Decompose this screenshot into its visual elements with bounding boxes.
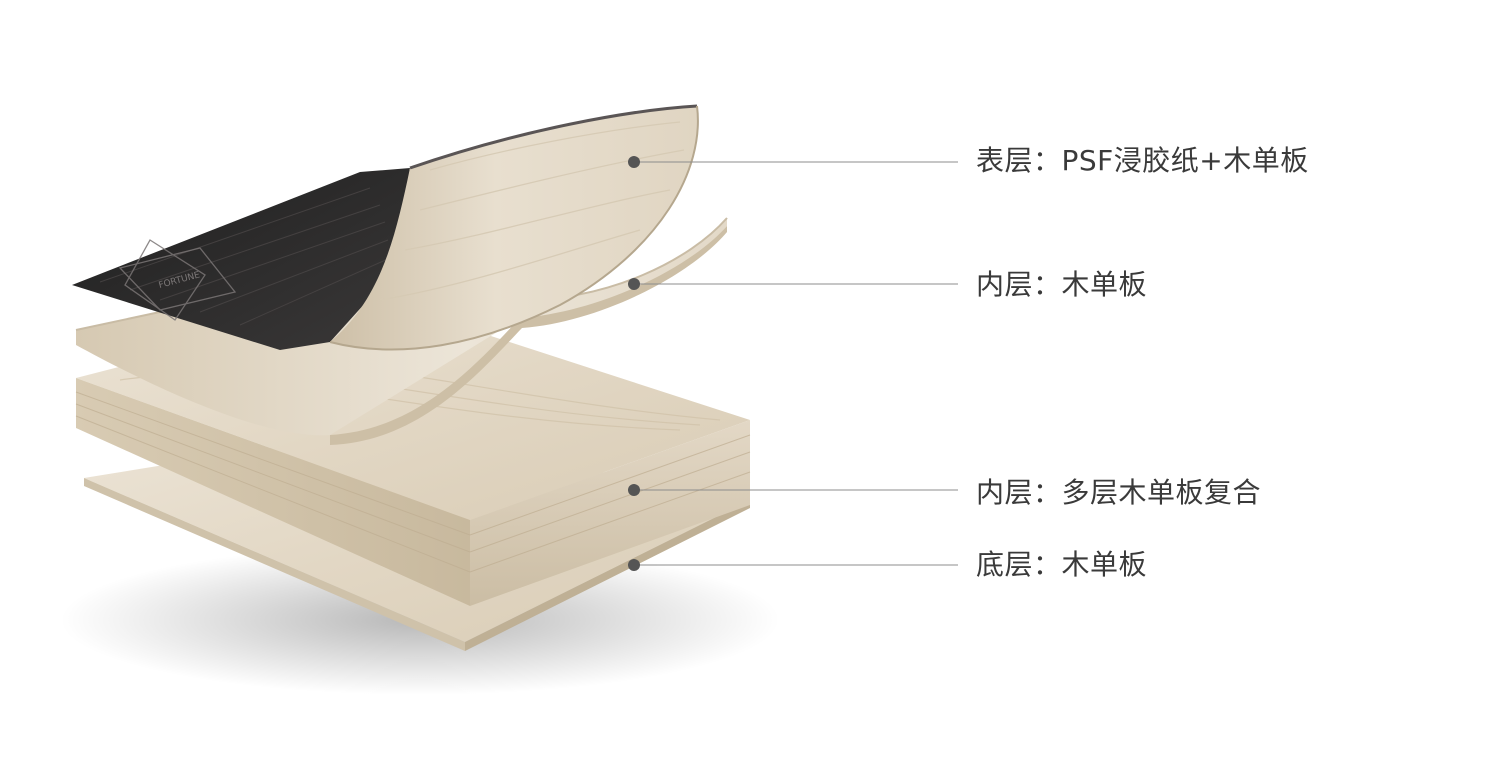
- leader-dot-surface: [628, 156, 640, 168]
- core-layer-label: 内层：多层木单板复合: [976, 476, 1262, 509]
- bottom-layer-label: 底层：木单板: [976, 548, 1148, 581]
- inner-veneer-layer-label: 内层：木单板: [976, 268, 1148, 301]
- leader-dot-bottom: [628, 559, 640, 571]
- leader-dot-inner-top: [628, 278, 640, 290]
- surface-veneer-sheet: FORTUNE: [72, 104, 699, 351]
- surface-layer-label: 表层：PSF浸胶纸+木单板: [976, 144, 1309, 177]
- leader-dot-core: [628, 484, 640, 496]
- callout-leaders: [628, 156, 958, 571]
